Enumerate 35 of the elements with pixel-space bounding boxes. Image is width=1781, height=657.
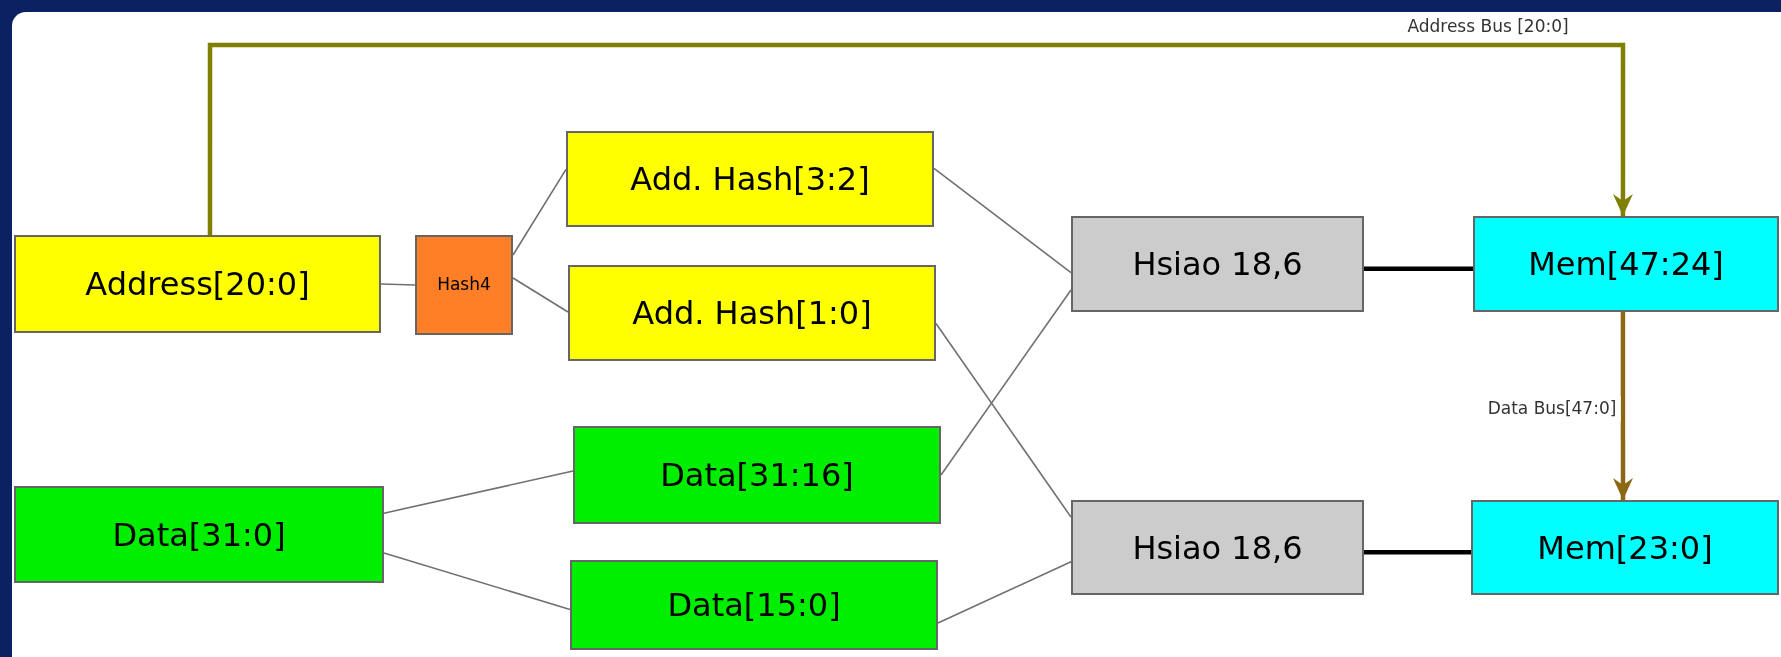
signal-box	[14, 235, 381, 333]
box-label: Add. Hash[3:2]	[630, 159, 870, 200]
wire	[383, 470, 574, 514]
box-label: Data[31:16]	[660, 455, 854, 496]
wire	[935, 322, 1072, 518]
wire	[933, 167, 1072, 274]
encoder-box	[1071, 216, 1364, 312]
wire	[383, 552, 571, 611]
wire	[940, 289, 1072, 476]
bus-arrow	[1613, 312, 1633, 500]
box-label: Hsiao 18,6	[1132, 244, 1303, 285]
box-label: Address[20:0]	[85, 264, 310, 305]
hash-block	[415, 235, 513, 335]
wire	[380, 283, 416, 286]
box-label: Hsiao 18,6	[1132, 527, 1303, 569]
wire	[1364, 550, 1471, 555]
data-box	[14, 486, 384, 583]
box-label: Data[31:0]	[112, 514, 286, 556]
box-label: Add. Hash[1:0]	[632, 293, 872, 334]
wire	[512, 277, 569, 313]
signal-box	[568, 265, 936, 361]
box-label: Data[15:0]	[667, 585, 841, 626]
bus-arrow	[207, 42, 1633, 235]
data-box	[570, 560, 938, 650]
encoder-box	[1071, 500, 1364, 595]
memory-box	[1471, 500, 1779, 595]
box-label: Mem[23:0]	[1537, 527, 1713, 569]
wire	[937, 560, 1072, 624]
memory-box	[1473, 216, 1779, 312]
data-box	[573, 426, 941, 524]
wire	[512, 168, 567, 256]
box-label: Hash4	[437, 273, 491, 297]
wire	[1364, 266, 1473, 272]
signal-box	[566, 131, 934, 227]
box-label: Mem[47:24]	[1528, 244, 1724, 285]
